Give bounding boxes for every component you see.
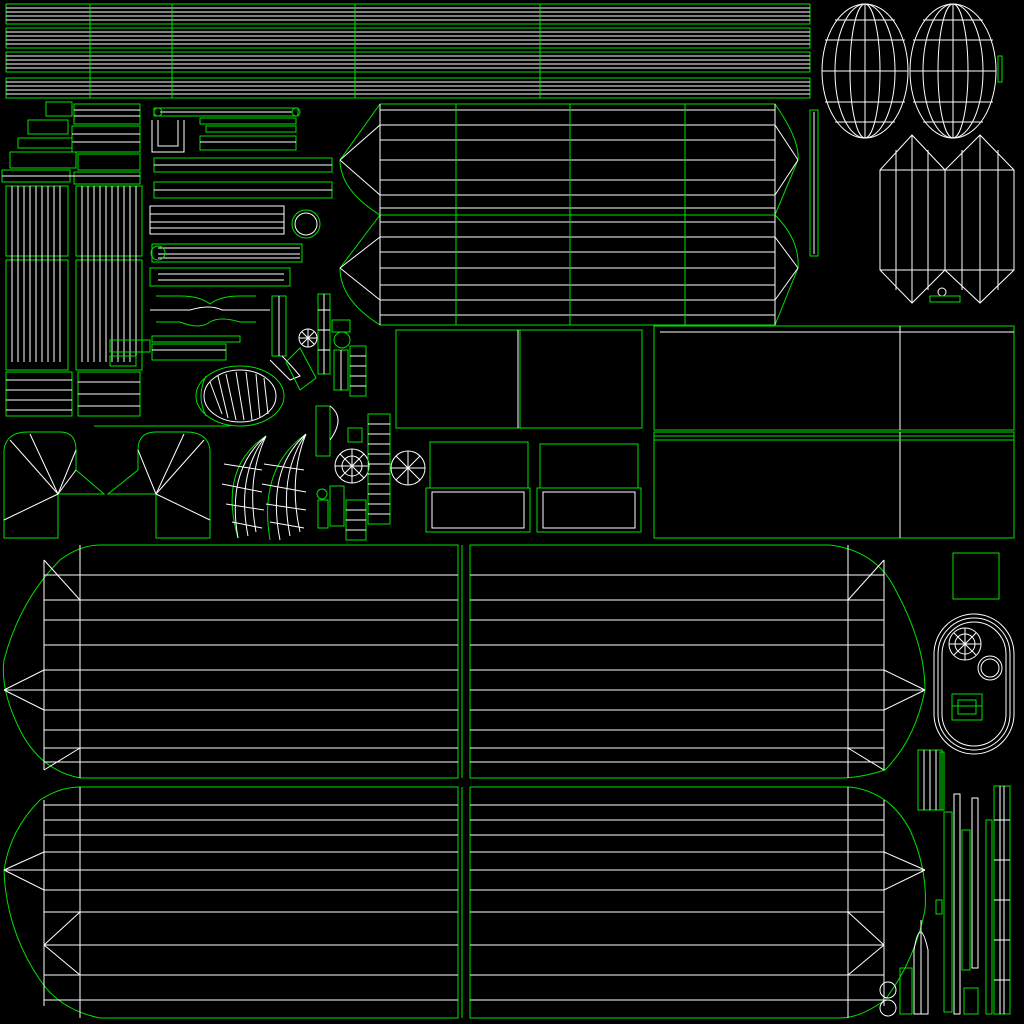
left-small-parts [1,101,230,427]
pill-panel-bottom-right-a [469,544,926,779]
top-long-strips [5,3,811,99]
lens-disc-parts [195,365,307,541]
sphere-uv-pair [821,3,1003,139]
hatch-part [933,552,1015,755]
gear-cluster [298,293,426,541]
corner-bent-panels [3,431,211,539]
pill-panel-top-a [339,103,799,216]
middle-rect-panels [395,329,643,533]
pipe-and-fitting-parts [149,107,333,391]
pill-panel-top-b [339,109,819,326]
capsule-uv-pair [879,134,1015,304]
right-large-rect-panels [653,325,1015,539]
thin-rod-parts [879,749,1011,1017]
pill-panel-bottom-left-a [2,544,463,779]
pill-panel-bottom-right-b [469,786,926,1019]
pill-panel-bottom-left-b [3,786,463,1019]
